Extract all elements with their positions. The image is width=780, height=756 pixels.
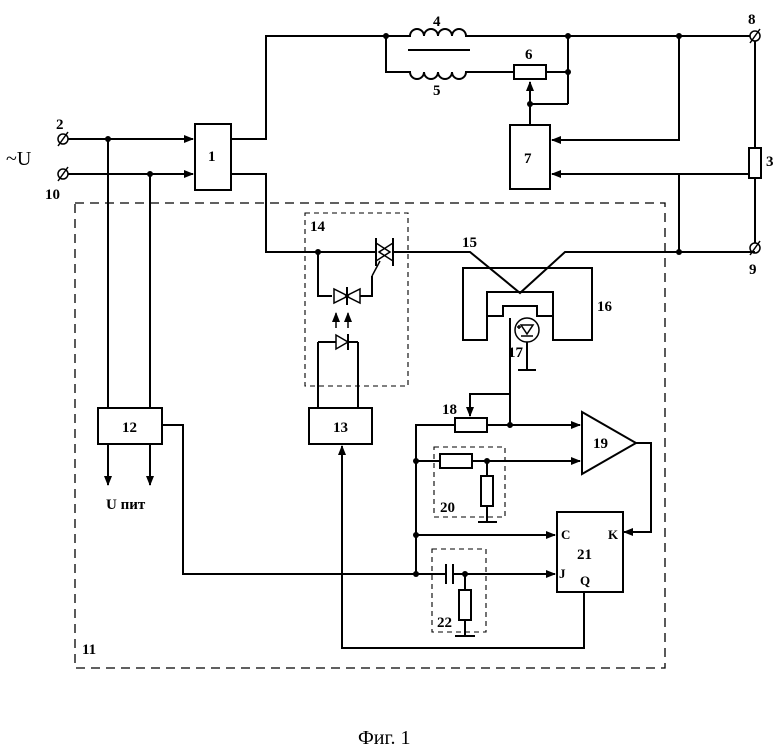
label-16: 16 (597, 299, 613, 315)
label-4: 4 (433, 14, 441, 30)
pin-c: C (561, 527, 570, 542)
label-8: 8 (748, 12, 756, 28)
inductor-5 (386, 36, 514, 79)
sensor-17 (515, 318, 539, 342)
led (318, 334, 358, 350)
label-12: 12 (122, 420, 137, 436)
wire-triac-to-terminal-9 (393, 252, 755, 293)
wire-17-to-18 (470, 318, 510, 414)
label-17: 17 (508, 345, 524, 361)
block-16-core (463, 268, 592, 340)
terminal-2 (58, 132, 68, 146)
label-3: 3 (766, 154, 774, 170)
label-14: 14 (310, 219, 326, 235)
pin-j: J (559, 566, 566, 581)
resistor-6 (514, 65, 546, 79)
pin-k: K (608, 527, 619, 542)
label-source: ~U (6, 148, 32, 170)
wire-opto-left (318, 252, 332, 296)
wire-19-to-21k (624, 443, 651, 532)
label-2: 2 (56, 117, 64, 133)
resistor-20-shunt (481, 476, 493, 506)
label-5: 5 (433, 83, 441, 99)
label-9: 9 (749, 262, 757, 278)
wire-block1-top (231, 36, 386, 139)
triac (318, 238, 393, 276)
label-11: 11 (82, 642, 96, 658)
label-20: 20 (440, 500, 455, 516)
label-6: 6 (525, 47, 533, 63)
terminal-8 (750, 29, 760, 43)
label-1: 1 (208, 149, 216, 165)
inductor-4 (386, 29, 568, 36)
label-13: 13 (333, 420, 348, 436)
label-7: 7 (524, 151, 532, 167)
opto-diode-upper (334, 287, 360, 305)
resistor-18 (455, 418, 487, 432)
load-3 (749, 148, 761, 178)
label-19: 19 (593, 436, 608, 452)
label-15: 15 (462, 235, 477, 251)
wire-7-top-input (552, 36, 679, 140)
terminal-10 (58, 167, 68, 181)
resistor-20 (440, 454, 472, 468)
label-supply: U пит (106, 497, 146, 513)
label-21: 21 (577, 547, 592, 563)
wire-opto-right (360, 276, 372, 296)
figure-caption: Фиг. 1 (358, 727, 410, 749)
label-18: 18 (442, 402, 457, 418)
label-10: 10 (45, 187, 60, 203)
capacitor-22 (440, 564, 453, 584)
comparator-19 (582, 412, 636, 474)
label-22: 22 (437, 615, 452, 631)
pin-q: Q (580, 573, 590, 588)
wire-12-to-22 (162, 425, 440, 574)
resistor-22 (459, 590, 471, 620)
